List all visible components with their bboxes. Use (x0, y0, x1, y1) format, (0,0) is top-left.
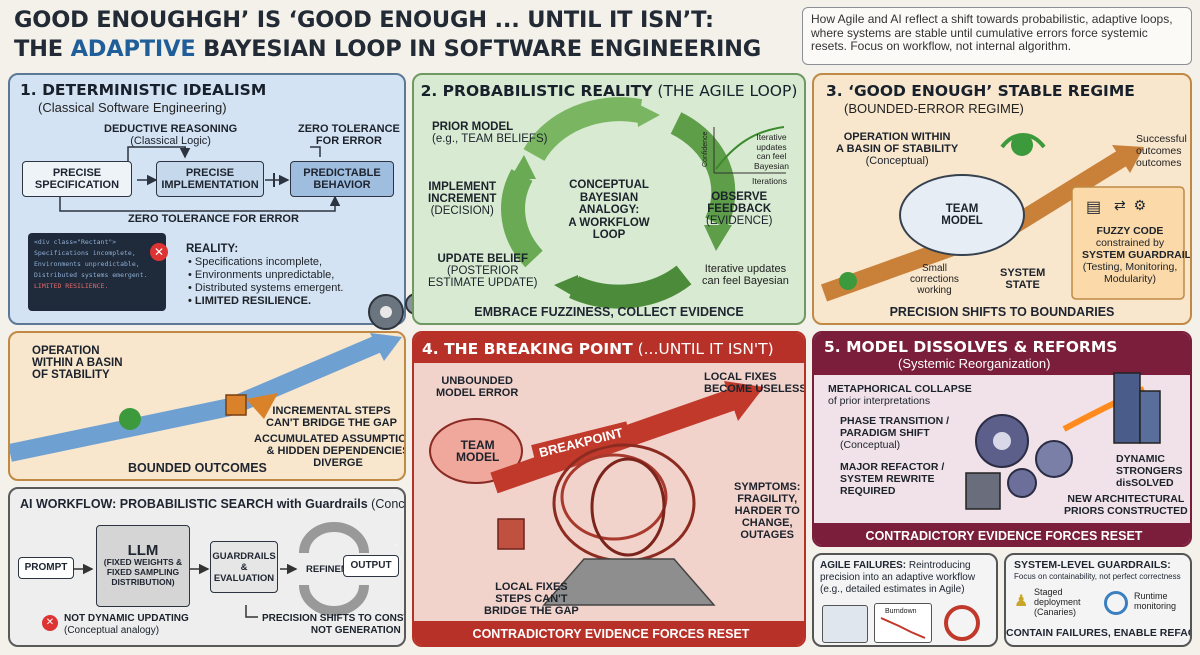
title-accent: ADAPTIVE (70, 36, 196, 62)
operation-label: OPERATION WITHIN A BASIN OF STABILITY(Co… (836, 131, 959, 167)
page-title: GOOD ENOUGHGH’ IS ‘GOOD ENOUGH ... UNTIL… (14, 6, 794, 64)
intro-box: How Agile and AI reflect a shift towards… (802, 7, 1192, 65)
basin-operation-label: OPERATION WITHIN A BASIN OF STABILITY (32, 345, 123, 381)
bayesian-analogy-center: CONCEPTUAL BAYESIAN ANALOGY: A WORKFLOW … (568, 179, 650, 241)
sys-guardrails-footer: CONTAIN FAILURES, ENABLE REFACING (1006, 627, 1190, 639)
unbounded-error-label: UNBOUNDED MODEL ERROR (436, 375, 519, 399)
panel5-title: 5. MODEL DISSOLVES & REFORMS (824, 338, 1118, 356)
panel1-title: 1. DETERMINISTIC IDEALISM (20, 81, 267, 99)
panel-agile-failures: AGILE FAILURES: Reintroducing precision … (812, 553, 998, 647)
panel2-title: 2. PROBABILISTIC REALITY (THE AGILE LOOP… (420, 82, 798, 100)
not-dynamic-label: NOT DYNAMIC UPDATING(Conceptual analogy) (64, 613, 189, 636)
output-box: OUTPUT (343, 555, 399, 577)
ai-title: AI WORKFLOW: PROBABILISTIC SEARCH with G… (20, 497, 405, 511)
successful-outcomes: Successful outcomes outcomes (1136, 133, 1187, 169)
precision-constraints: PRECISION SHIFTS TO CONSTRAINTS, NOT GEN… (262, 613, 404, 636)
sys-guardrails-title: SYSTEM-LEVEL GUARDRAILS: (1014, 559, 1171, 571)
local-fixes-useless: LOCAL FIXES BECOME USELESS (704, 371, 806, 395)
clipboard-icon (822, 605, 868, 643)
chart-xlabel: Iterations (752, 176, 787, 186)
panel1-arrows (59, 146, 341, 212)
llm-box: LLM (FIXED WEIGHTS & FIXED SAMPLING DIST… (96, 525, 190, 607)
spacer (398, 557, 402, 561)
panel3-subtitle: (BOUNDED-ERROR REGIME) (844, 101, 1024, 116)
bounded-outcomes-footer: BOUNDED OUTCOMES (128, 461, 267, 475)
code-file-icon: ▤ (1086, 199, 1102, 216)
deductive-label: DEDUCTIVE REASONING(Classical Logic) (104, 123, 238, 147)
box-precise-implementation: PRECISE IMPLEMENTATION (156, 161, 264, 197)
implement-label: IMPLEMENT INCREMENT(DECISION) (428, 181, 497, 217)
error-x-icon: ✕ (150, 243, 168, 261)
observe-feedback-label: OBSERVE FEEDBACK(EVIDENCE) (706, 191, 773, 227)
zero-tolerance-bottom: ZERO TOLERANCE FOR ERROR (128, 213, 299, 225)
panel-breaking-point: 4. THE BREAKING POINT (...UNTIL IT ISN'T… (412, 331, 806, 647)
small-corrections: Small corrections working (910, 263, 959, 296)
title-line-1: GOOD ENOUGHGH’ IS ‘GOOD ENOUGH ... UNTIL… (14, 7, 714, 33)
agile-failures-text: AGILE FAILURES: Reintroducing precision … (820, 560, 976, 595)
panel2-footer: EMBRACE FUZZINESS, COLLECT EVIDENCE (474, 305, 744, 319)
symptoms-label: SYMPTOMS: FRAGILITY, HARDER TO CHANGE, O… (734, 481, 801, 541)
chart-ylabel: Confidence (702, 131, 709, 167)
update-belief-label: UPDATE BELIEF(POSTERIOR ESTIMATE UPDATE) (428, 253, 538, 289)
staged-deployment: Staged deployment (Canaries) (1034, 587, 1081, 617)
panel5-footer: CONTRADICTORY EVIDENCE FORCES RESET (865, 529, 1143, 543)
code-snippet: <div class="Rectant"> Specifications inc… (28, 233, 166, 311)
panel4-footer: CONTRADICTORY EVIDENCE FORCES RESET (472, 627, 750, 641)
team-model-cloud: TEAM MODEL (456, 438, 500, 464)
agile-loop-arrows (501, 97, 786, 309)
reality-label: REALITY: (186, 243, 239, 255)
team-model-label: TEAM MODEL (941, 203, 983, 227)
accumulated-label: ACCUMULATED ASSUMPTIONS & HIDDEN DEPENDE… (254, 433, 406, 469)
panel5-header-bar (814, 333, 1190, 375)
incremental-steps-label: INCREMENTAL STEPS CAN'T BRIDGE THE GAP (266, 405, 397, 429)
panel4-header-bar (414, 333, 804, 363)
box-predictable-behavior: PREDICTABLE BEHAVIOR (290, 161, 394, 197)
major-refactor: MAJOR REFACTOR / SYSTEM REWRITE REQUIRED (840, 461, 945, 497)
panel-system-guardrails: SYSTEM-LEVEL GUARDRAILS: Focus on contai… (1004, 553, 1192, 647)
basin-arrow (10, 333, 402, 462)
new-priors: NEW ARCHITECTURAL PRIORS CONSTRUCTED (1064, 493, 1188, 517)
local-fixes-gap: LOCAL FIXES STEPS CAN'T BRIDGE THE GAP (484, 581, 579, 617)
panel4-title: 4. THE BREAKING POINT (...UNTIL IT ISN'T… (422, 340, 774, 358)
runtime-monitoring: Runtime monitoring (1134, 591, 1177, 611)
reality-bullets: Specifications incomplete, Environments … (188, 256, 344, 308)
panel5-footer-bar (814, 523, 1190, 545)
phase-transition: PHASE TRANSITION / PARADIGM SHIFT(Concep… (840, 415, 950, 451)
panel-stable-regime: 3. ‘GOOD ENOUGH’ STABLE REGIME (BOUNDED-… (812, 73, 1192, 325)
panel-deterministic-idealism: 1. DETERMINISTIC IDEALISM (Classical Sof… (8, 73, 406, 325)
refinement-label: REFINEMENT (306, 564, 368, 575)
panel4-footer-bar (414, 621, 804, 645)
zero-tolerance-top: ZERO TOLERANCE FOR ERROR (298, 123, 400, 147)
chart-note: Iterative updates can feel Bayesian (754, 132, 789, 171)
panel3-illustration (820, 133, 1185, 302)
system-state-label: SYSTEM STATE (1000, 267, 1046, 291)
panel-model-dissolves: 5. MODEL DISSOLVES & REFORMS (Systemic R… (812, 331, 1192, 547)
panel5-subtitle: (Systemic Reorganization) (898, 356, 1051, 371)
prohibited-icon (944, 605, 980, 641)
burndown-chart-icon: Burndown (874, 603, 932, 643)
iterative-note: Iterative updates can feel Bayesian (702, 263, 789, 287)
canary-icon: ♟ (1014, 593, 1029, 610)
panel5-illustration (965, 372, 1161, 510)
fuzzy-code-label: FUZZY CODE constrained by SYSTEM GUARDRA… (1082, 225, 1192, 285)
title-line-2: THE ADAPTIVE BAYESIAN LOOP IN SOFTWARE E… (14, 36, 762, 62)
not-dynamic-x-icon: ✕ (42, 615, 58, 631)
sys-guardrails-sub: Focus on containability, not perfect cor… (1014, 572, 1181, 581)
panel-probabilistic-reality: 2. PROBABILISTIC REALITY (THE AGILE LOOP… (412, 73, 806, 325)
box-precise-specification: PRECISE SPECIFICATION (22, 161, 132, 197)
panel-bounded-outcomes: OPERATION WITHIN A BASIN OF STABILITY IN… (8, 331, 406, 481)
gauge-icon (1104, 591, 1128, 615)
panel-ai-workflow: AI WORKFLOW: PROBABILISTIC SEARCH with G… (8, 487, 406, 647)
panel1-subtitle: (Classical Software Engineering) (38, 100, 227, 115)
prompt-box: PROMPT (18, 557, 74, 579)
dynamic-strongers: DYNAMIC STRONGERS disSOLVED (1116, 453, 1183, 489)
panel3-title: 3. ‘GOOD ENOUGH’ STABLE REGIME (826, 82, 1135, 100)
modularity-icon: ⇄ ⚙ (1114, 197, 1149, 213)
guardrails-box: GUARDRAILS & EVALUATION (210, 541, 278, 593)
panel3-footer: PRECISION SHIFTS TO BOUNDARIES (889, 305, 1115, 319)
prior-model-label: PRIOR MODEL(e.g., TEAM BELIEFS) (432, 121, 548, 145)
